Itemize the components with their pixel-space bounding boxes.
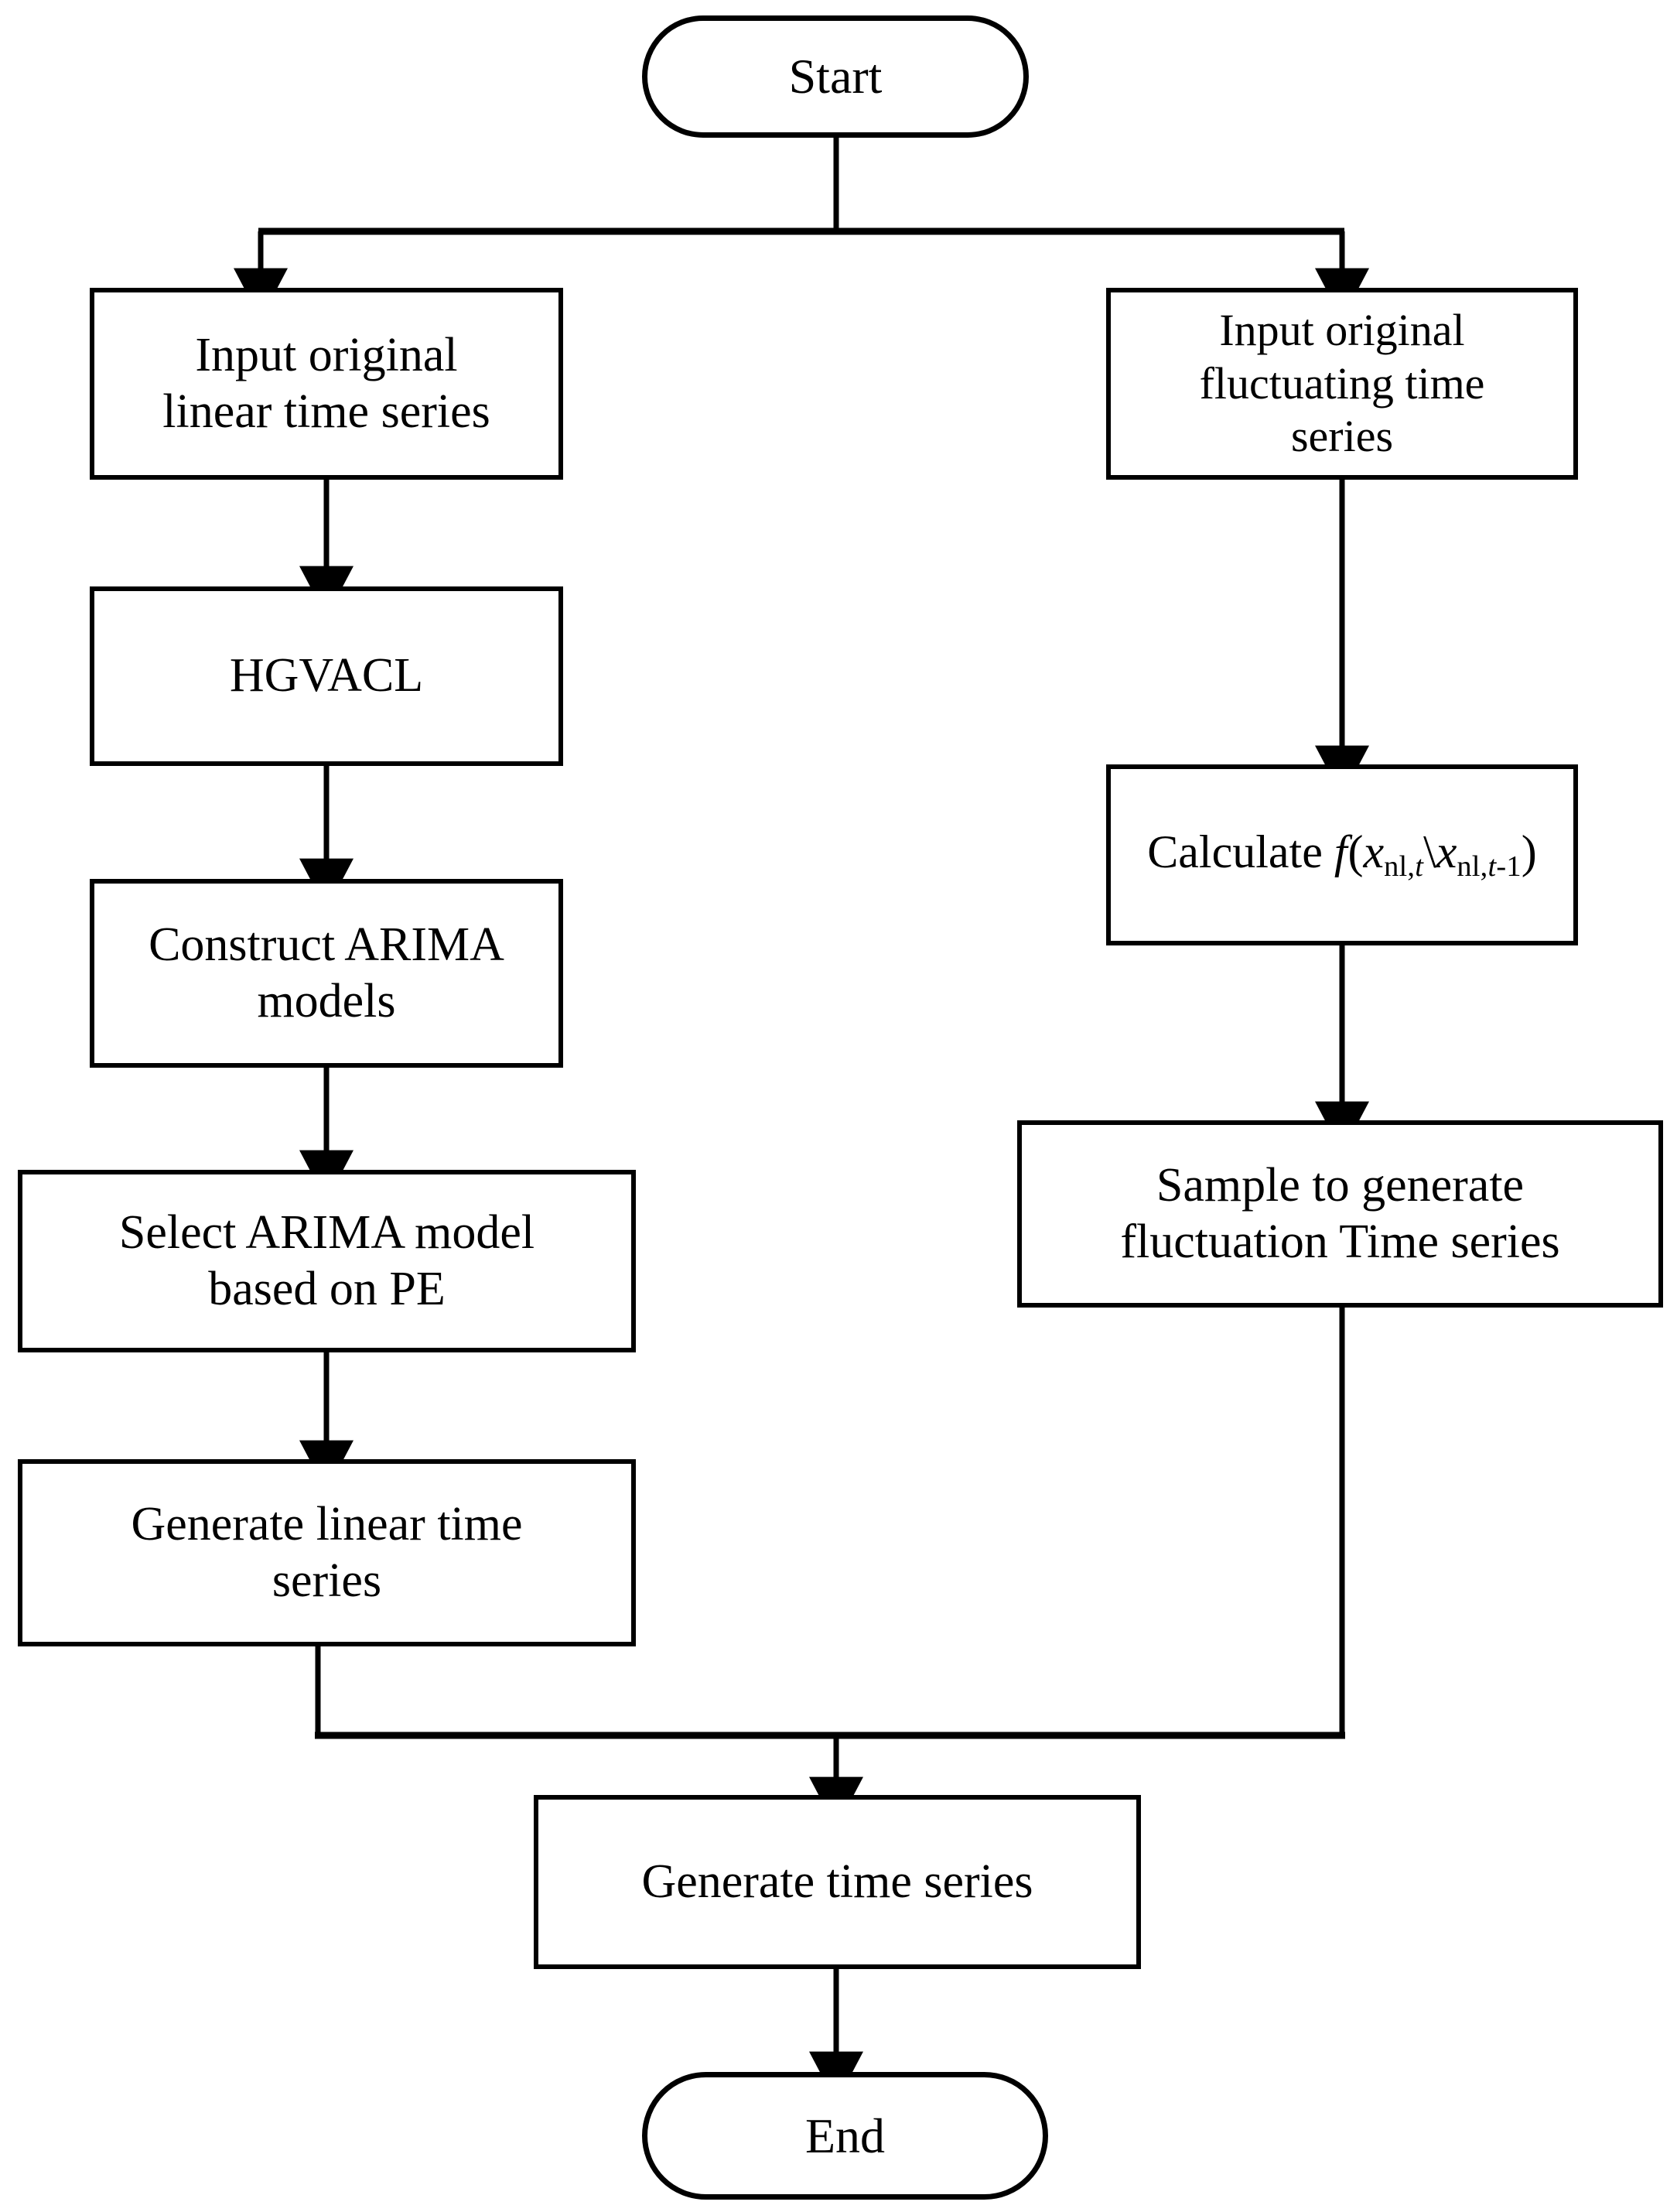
node-generate-linear-label: Generate linear time series — [131, 1497, 523, 1607]
calculate-formula: Calculate f(xnl,t\xnl,t-1) — [1147, 826, 1537, 884]
node-input-linear-label: Input original linear time series — [162, 328, 490, 438]
node-start-label: Start — [788, 49, 883, 104]
node-start[interactable]: Start — [642, 15, 1029, 138]
node-end-label: End — [804, 2108, 886, 2163]
node-construct-arima-models[interactable]: Construct ARIMA models — [90, 879, 563, 1068]
node-calculate-conditional-density[interactable]: Calculate f(xnl,t\xnl,t-1) — [1106, 764, 1578, 945]
node-input-original-linear-time-series[interactable]: Input original linear time series — [90, 288, 563, 480]
node-select-arima-label: Select ARIMA model based on PE — [118, 1205, 535, 1315]
node-hgvacl[interactable]: HGVACL — [90, 586, 563, 766]
node-hgvacl-label: HGVACL — [229, 649, 424, 703]
node-end[interactable]: End — [642, 2072, 1048, 2200]
node-input-fluctuating-label: Input original fluctuating time series — [1199, 305, 1485, 462]
node-sample-label: Sample to generate fluctuation Time seri… — [1120, 1158, 1560, 1268]
node-calculate-label: Calculate f(xnl,t\xnl,t-1) — [1119, 825, 1566, 884]
node-construct-arima-label: Construct ARIMA models — [149, 918, 504, 1027]
node-input-original-fluctuating-time-series[interactable]: Input original fluctuating time series — [1106, 288, 1578, 480]
node-sample-to-generate-fluctuation-time-series[interactable]: Sample to generate fluctuation Time seri… — [1017, 1120, 1663, 1308]
node-generate-linear-time-series[interactable]: Generate linear time series — [18, 1459, 636, 1646]
node-select-arima-model-based-on-pe[interactable]: Select ARIMA model based on PE — [18, 1170, 636, 1352]
node-generate-time-series[interactable]: Generate time series — [534, 1795, 1141, 1969]
node-generate-time-series-label: Generate time series — [641, 1855, 1033, 1908]
